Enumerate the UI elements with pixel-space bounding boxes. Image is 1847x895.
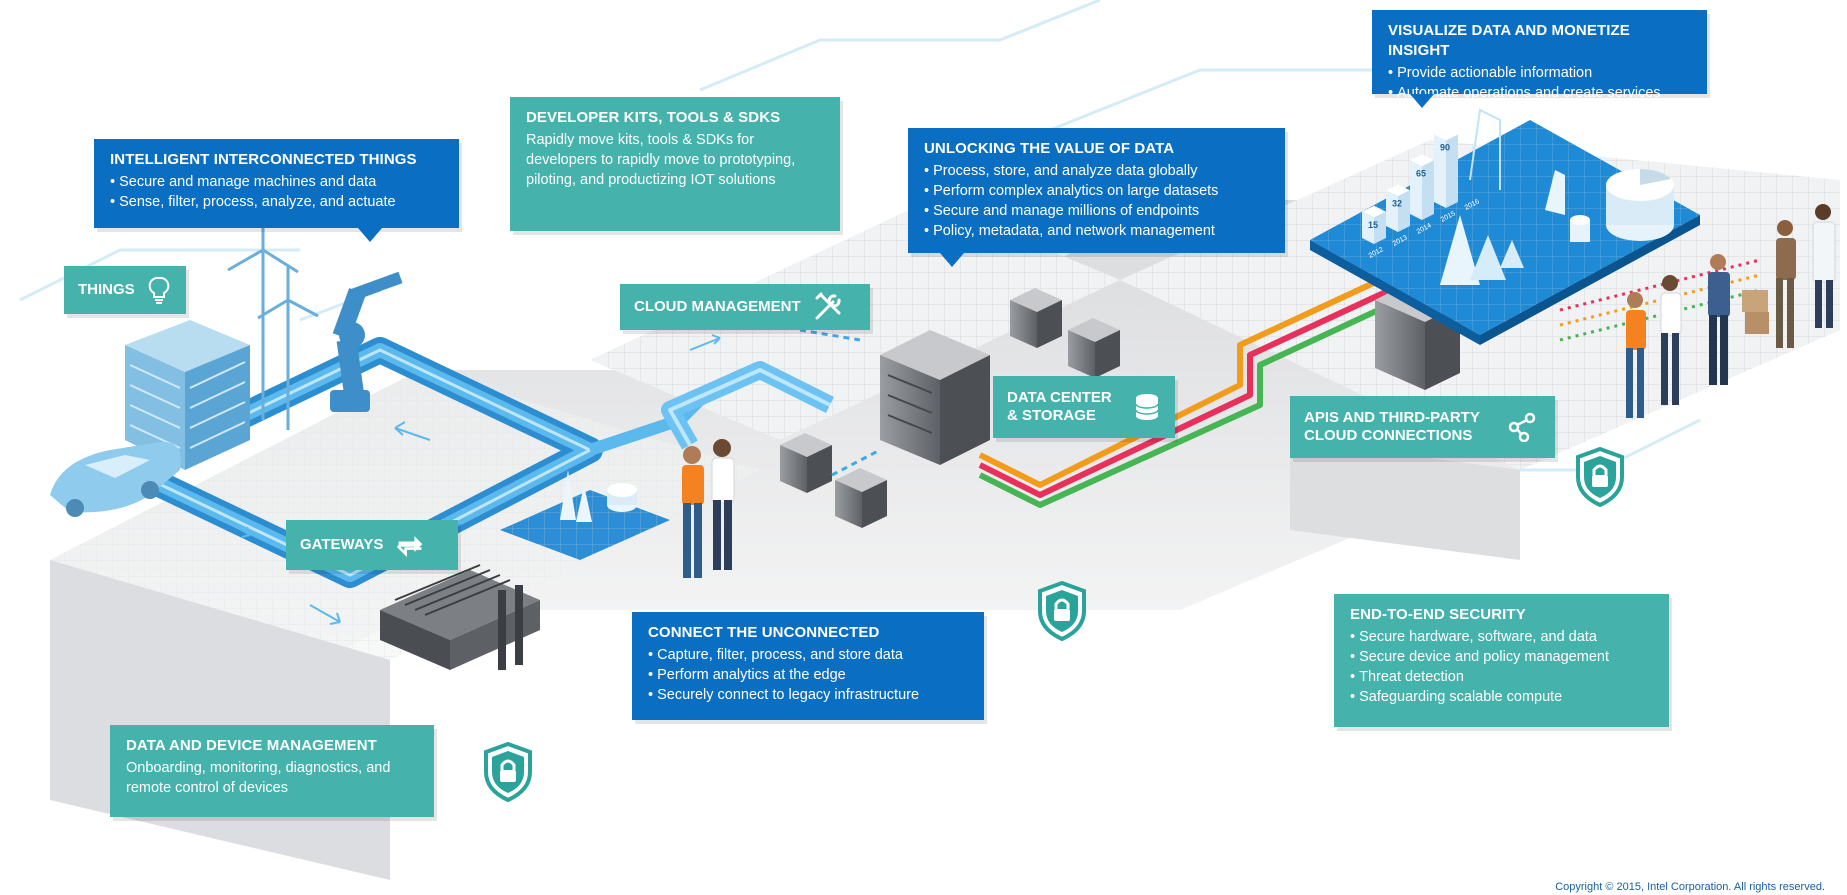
callout-bullet: Safeguarding scalable compute — [1350, 687, 1655, 707]
wind-turbines — [227, 210, 319, 430]
dashboard-bar-value: 15 — [1368, 220, 1378, 230]
worker-figure — [711, 439, 735, 570]
callout-title: CONNECT THE UNCONNECTED — [648, 624, 880, 641]
label-text: CLOUD MANAGEMENT — [634, 298, 801, 315]
unlocking-value-callout: UNLOCKING THE VALUE OF DATA Process, sto… — [908, 128, 1285, 253]
label-text: DATA CENTER & STORAGE — [1007, 389, 1112, 424]
dashboard-bar — [1410, 160, 1422, 220]
callout-bullet: Perform complex analytics on large datas… — [924, 181, 1271, 201]
server-small — [1068, 318, 1120, 378]
database-icon — [1133, 392, 1161, 422]
server-small — [1010, 288, 1062, 348]
cloud-link-pipe — [661, 328, 861, 450]
callout-pointer — [358, 228, 382, 242]
dashboard-bar — [1374, 211, 1386, 244]
robot-arm — [330, 271, 403, 412]
dashboard-bar-value: 65 — [1416, 168, 1426, 178]
callout-bullet: Process, store, and analyze data globall… — [924, 161, 1271, 181]
dashboard-bar — [1434, 134, 1446, 208]
callout-title: END-TO-END SECURITY — [1350, 606, 1526, 623]
dashboard-bar-value: 32 — [1392, 198, 1402, 208]
callout-title: INTELLIGENT INTERCONNECTED THINGS — [110, 151, 417, 168]
callout-title: DEVELOPER KITS, TOOLS & SDKs — [526, 109, 781, 126]
security-shield-icon — [484, 742, 532, 802]
callout-bullet: Policy, metadata, and network management — [924, 221, 1271, 241]
dashboard-bar — [1422, 160, 1434, 220]
callout-bullet: Automate operations and create services — [1388, 83, 1693, 103]
callout-pointer — [1410, 94, 1434, 108]
callout-bullet: Provide actionable information — [1388, 63, 1693, 83]
callout-bullet: Capture, filter, process, and store data — [648, 645, 970, 665]
label-text: THINGS — [78, 281, 135, 298]
dashboard-bar — [1386, 190, 1398, 232]
dashboard-bar — [1446, 134, 1458, 208]
callout-title: UNLOCKING THE VALUE OF DATA — [924, 140, 1175, 157]
apis-cloud-connections-label: APIs AND THIRD-PARTY CLOUD CONNECTIONS — [1290, 396, 1555, 458]
callout-title: VISUALIZE DATA AND MONETIZE INSIGHT — [1388, 22, 1630, 59]
gateway-dashboard — [500, 470, 670, 560]
flow-arrows — [224, 334, 721, 625]
worker-links — [1559, 258, 1761, 342]
dashboard-bar — [1362, 211, 1374, 244]
callout-bullet: Threat detection — [1350, 667, 1655, 687]
cloud-management-label: CLOUD MANAGEMENT — [620, 284, 870, 330]
worker-figure — [1742, 220, 1796, 348]
worker-figure — [1708, 254, 1730, 385]
callout-bullet: Secure device and policy management — [1350, 647, 1655, 667]
security-shield-icon — [1576, 447, 1624, 507]
callout-bullet: Secure and manage millions of endpoints — [924, 201, 1271, 221]
data-lines — [978, 277, 1402, 508]
server-small — [835, 468, 887, 528]
gateways-label: GATEWAYS — [286, 520, 458, 570]
dashboard-bar — [1398, 190, 1410, 232]
callout-pointer — [940, 253, 964, 267]
label-text: GATEWAYS — [300, 536, 384, 553]
workers-group — [682, 204, 1836, 578]
callout-body: Rapidly move kits, tools & SDKs for deve… — [526, 132, 796, 188]
tools-icon — [813, 292, 843, 322]
label-text: APIs AND THIRD-PARTY CLOUD CONNECTIONS — [1304, 409, 1480, 444]
lightbulb-icon — [147, 275, 172, 305]
server-small — [780, 433, 832, 493]
callout-body: Onboarding, monitoring, diagnostics, and… — [126, 760, 391, 796]
worker-figure — [1626, 292, 1646, 418]
share-network-icon — [1506, 412, 1536, 442]
data-center-label: DATA CENTER & STORAGE — [993, 376, 1175, 438]
exchange-arrows-icon — [395, 530, 425, 560]
callout-bullet: Sense, filter, process, analyze, and act… — [110, 192, 445, 212]
callout-bullet: Secure and manage machines and data — [110, 172, 445, 192]
connected-car — [50, 441, 181, 517]
data-device-management-callout: DATA AND DEVICE MANAGEMENT Onboarding, m… — [110, 725, 434, 817]
worker-figure — [682, 446, 704, 578]
worker-figure — [1812, 204, 1836, 328]
callout-title: DATA AND DEVICE MANAGEMENT — [126, 737, 377, 754]
callout-bullet: Securely connect to legacy infrastructur… — [648, 685, 970, 705]
callout-bullet: Perform analytics at the edge — [648, 665, 970, 685]
connect-unconnected-callout: CONNECT THE UNCONNECTED Capture, filter,… — [632, 612, 984, 720]
things-label: THINGS — [64, 266, 186, 314]
callout-bullet: Secure hardware, software, and data — [1350, 627, 1655, 647]
developer-kits-callout: DEVELOPER KITS, TOOLS & SDKs Rapidly mov… — [510, 97, 840, 231]
worker-figure — [1660, 275, 1682, 405]
dashboard-bar-value: 90 — [1440, 143, 1450, 153]
visualize-data-callout: VISUALIZE DATA AND MONETIZE INSIGHT Prov… — [1372, 10, 1707, 101]
copyright-notice: Copyright © 2015, Intel Corporation. All… — [1555, 881, 1825, 893]
end-to-end-security-callout: END-TO-END SECURITY Secure hardware, sof… — [1334, 594, 1669, 727]
office-building — [125, 320, 250, 470]
intelligent-things-callout: INTELLIGENT INTERCONNECTED THINGS Secure… — [94, 139, 459, 228]
gateway-hardware — [380, 564, 540, 670]
security-shield-icon — [1038, 581, 1086, 641]
